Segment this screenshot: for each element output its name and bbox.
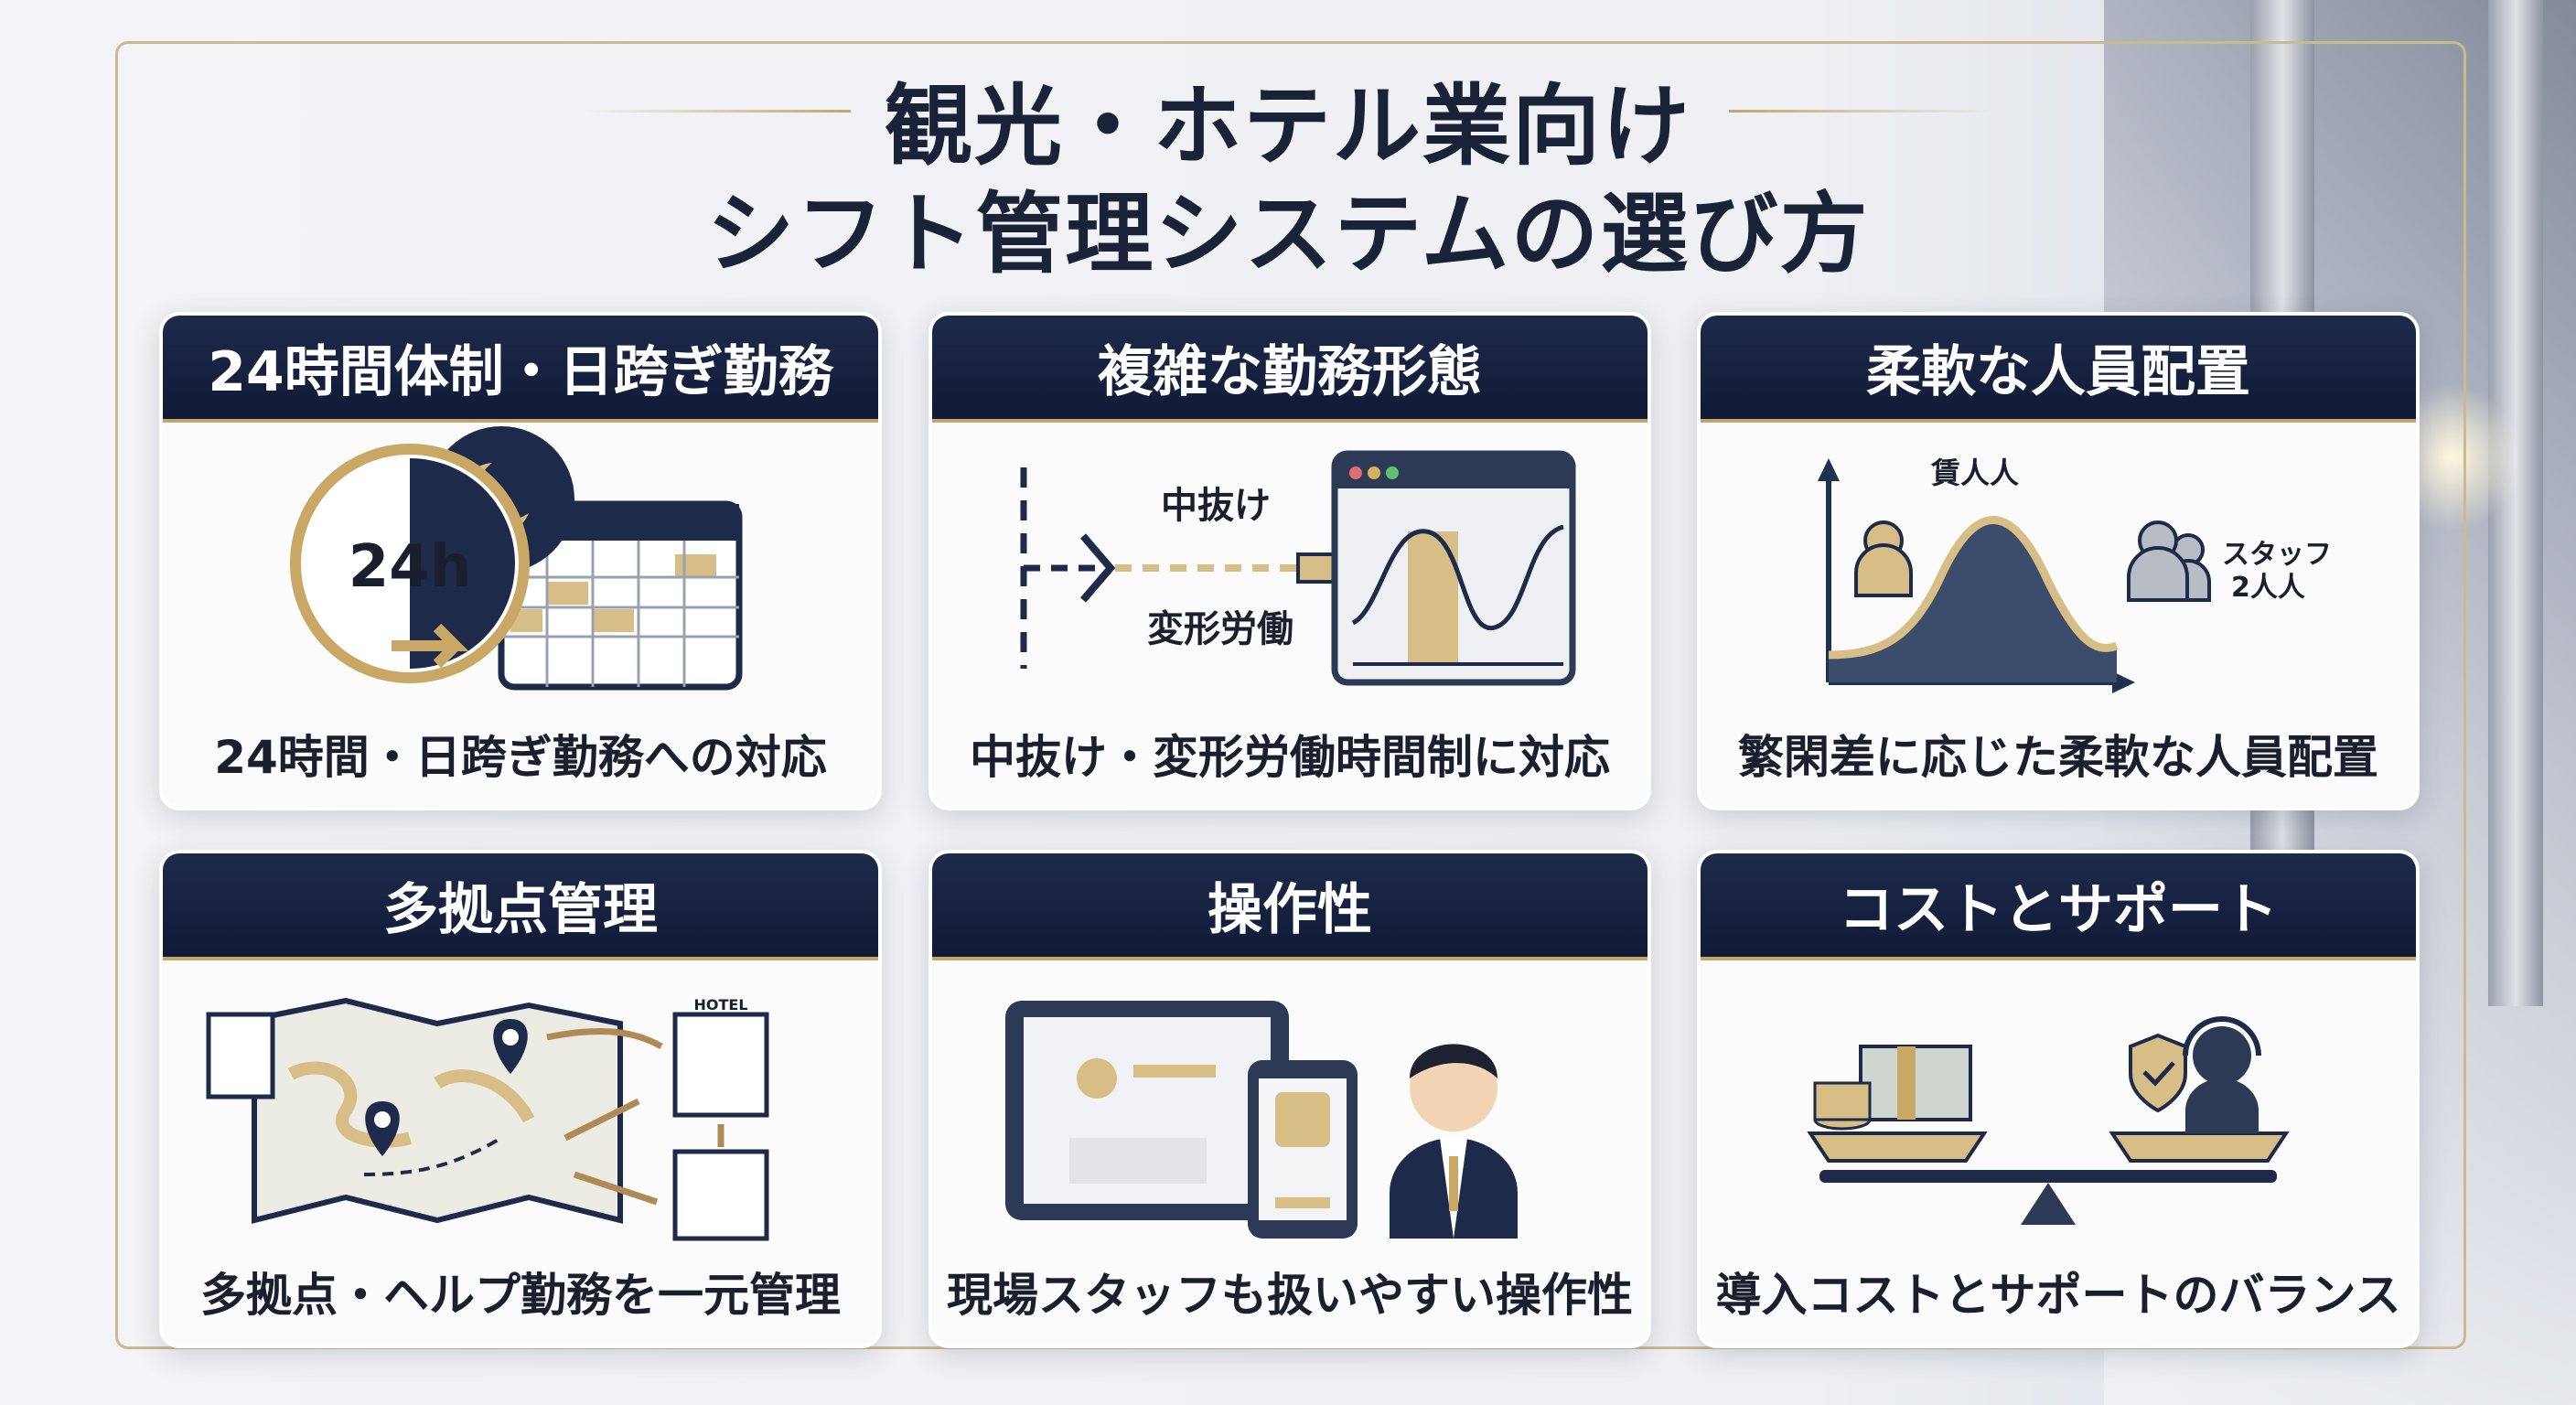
money-stack-icon	[1813, 1045, 1972, 1131]
page-title-line1: 観光・ホテル業向け	[885, 75, 1691, 177]
clock-label: 24h	[349, 533, 472, 601]
card-caption: 繁閑差に応じた柔軟な人員配置	[1738, 731, 2378, 784]
title-rule-left	[585, 110, 851, 113]
label-nakanuke: 中抜け	[1161, 485, 1271, 527]
demand-curve-icon	[1818, 458, 2135, 693]
card-header: コストとサポート	[1701, 853, 2416, 960]
hotel-sign: HOTEL	[693, 996, 747, 1014]
card-work-patterns: 複雑な勤務形態 中抜け 変形労働 中抜け・変形労働時間制に対応	[928, 312, 1651, 810]
card-caption: 現場スタッフも扱いやすい操作性	[947, 1269, 1633, 1322]
balance-scale-icon	[1807, 1132, 2290, 1225]
card-caption: 中抜け・変形労働時間制に対応	[970, 731, 1610, 784]
shield-check-icon	[2129, 1033, 2187, 1113]
support-headset-icon	[2183, 1016, 2261, 1133]
cost-support-illustration	[1807, 1016, 2290, 1225]
card-caption: 多拠点・ヘルプ勤務を一元管理	[200, 1269, 841, 1322]
staff-avatar-icon	[1390, 1044, 1518, 1239]
people-icon	[2127, 520, 2211, 602]
building-icon	[206, 1012, 769, 1241]
location-pin-icon	[365, 1019, 528, 1156]
map-icon	[252, 997, 623, 1224]
card-cost-support: コストとサポート 導入コストとサポートのバランス	[1697, 850, 2420, 1348]
card-header: 多拠点管理	[163, 853, 878, 960]
multi-site-illustration: HOTEL	[206, 996, 769, 1241]
clock-calendar-illustration: 24h	[290, 426, 743, 691]
chart-window-icon	[1331, 450, 1576, 686]
person-icon	[1854, 520, 1913, 597]
card-24h: 24時間体制・日跨ぎ勤務 24h 24時間・日跨ぎ勤務への対応	[159, 312, 882, 810]
card-header: 操作性	[932, 853, 1648, 960]
transfer-arrows	[546, 1027, 724, 1206]
peak-label: 賃人人	[1930, 456, 2019, 490]
card-caption: 導入コストとサポートのバランス	[1715, 1269, 2401, 1322]
staff-label-2: 2人人	[2231, 572, 2305, 604]
card-staffing: 柔軟な人員配置 賃人人 スタッフ 2人人 繁閑差に応じた柔軟な人員配置	[1697, 312, 2420, 810]
clock-icon: 24h	[290, 444, 530, 683]
usability-illustration	[1005, 1001, 1518, 1239]
staff-label-1: スタッフ	[2222, 539, 2332, 571]
card-header: 複雑な勤務形態	[932, 316, 1648, 423]
card-usability: 操作性 現場スタッフも扱いやすい操作性	[928, 850, 1651, 1348]
card-multi-site: 多拠点管理 HOTEL 多拠点・ヘルプ勤務を一元管理	[159, 850, 882, 1348]
card-header: 24時間体制・日跨ぎ勤務	[163, 316, 878, 423]
card-header: 柔軟な人員配置	[1701, 316, 2416, 423]
tablet-icon	[1005, 1001, 1289, 1220]
demand-curve-illustration: 賃人人 スタッフ 2人人	[1818, 456, 2332, 693]
work-pattern-illustration: 中抜け 変形労働	[1020, 450, 1576, 686]
label-henkei: 変形労働	[1147, 608, 1293, 650]
card-caption: 24時間・日跨ぎ勤務への対応	[214, 731, 827, 784]
smartphone-icon	[1248, 1060, 1358, 1239]
page-title-line2: シフト管理システムの選び方	[706, 183, 1870, 285]
